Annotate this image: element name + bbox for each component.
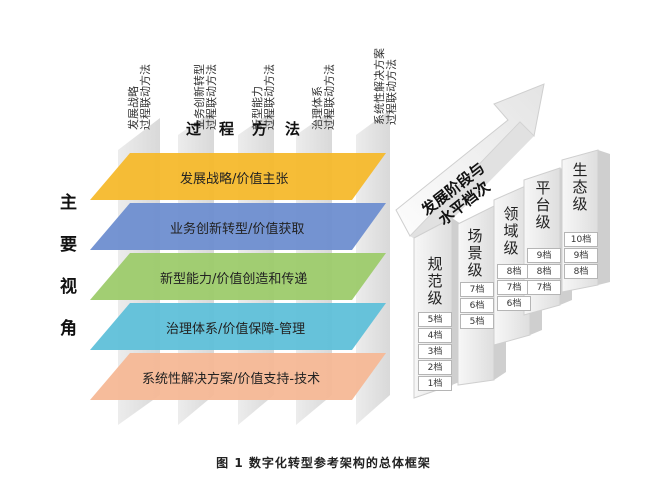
development-arrow <box>395 83 545 246</box>
layer-1-shape <box>90 153 386 200</box>
grade-box: 7档 <box>527 280 561 295</box>
grade-box: 8档 <box>564 264 598 279</box>
process-column-label-4: 治理体系 过程联动方法 <box>311 64 336 130</box>
grade-box: 2档 <box>418 360 452 375</box>
grade-box: 6档 <box>497 296 531 311</box>
layer-label-business: 业务创新转型/价值获取 <box>170 222 305 237</box>
stair-title-standard: 规范级 <box>427 255 443 307</box>
layer-label-governance: 治理体系/价值保障-管理 <box>166 322 306 337</box>
grade-box: 9档 <box>527 248 561 263</box>
layer-3-shape <box>90 253 386 300</box>
main-perspective-char-1: 主 <box>60 193 77 213</box>
grade-box: 4档 <box>418 328 452 343</box>
grade-box: 8档 <box>497 264 531 279</box>
layer-label-solution: 系统性解决方案/价值支持-技术 <box>142 372 321 387</box>
grade-box: 9档 <box>564 248 598 263</box>
process-column-label-5: 系统性解决方案 过程联动方法 <box>373 48 398 125</box>
grade-box: 5档 <box>460 314 494 329</box>
layer-label-capability: 新型能力/价值创造和传递 <box>160 272 308 287</box>
stair-title-ecosystem: 生态级 <box>572 161 588 213</box>
main-perspective-char-4: 角 <box>60 319 77 339</box>
grade-box: 7档 <box>497 280 531 295</box>
process-column-label-3: 新型能力 过程联动方法 <box>251 64 276 130</box>
layer-5-shape <box>90 353 386 400</box>
layer-label-strategy: 发展战略/价值主张 <box>180 172 289 187</box>
layer-2-shape <box>90 203 386 250</box>
process-column-label-2: 业务创新转型 过程联动方法 <box>193 64 218 130</box>
grade-box: 5档 <box>418 312 452 327</box>
main-perspective-char-3: 视 <box>60 277 77 297</box>
process-method-title: 过程方法 <box>186 120 319 138</box>
perspective-layers <box>90 153 386 400</box>
layer-4-shape <box>90 303 386 350</box>
stair-title-platform: 平台级 <box>535 179 551 231</box>
stair-title-domain: 领域级 <box>503 205 519 257</box>
grade-box: 6档 <box>460 298 494 313</box>
grade-box: 8档 <box>527 264 561 279</box>
grade-box: 7档 <box>460 282 494 297</box>
main-perspective-char-2: 要 <box>60 235 77 255</box>
grade-box: 1档 <box>418 376 452 391</box>
stair-title-scenario: 场景级 <box>467 227 483 279</box>
grade-box: 3档 <box>418 344 452 359</box>
figure-caption: 图 1 数字化转型参考架构的总体框架 <box>216 456 431 470</box>
grade-box: 10档 <box>564 232 598 247</box>
process-column-label-1: 发展战略 过程联动方法 <box>127 64 152 130</box>
